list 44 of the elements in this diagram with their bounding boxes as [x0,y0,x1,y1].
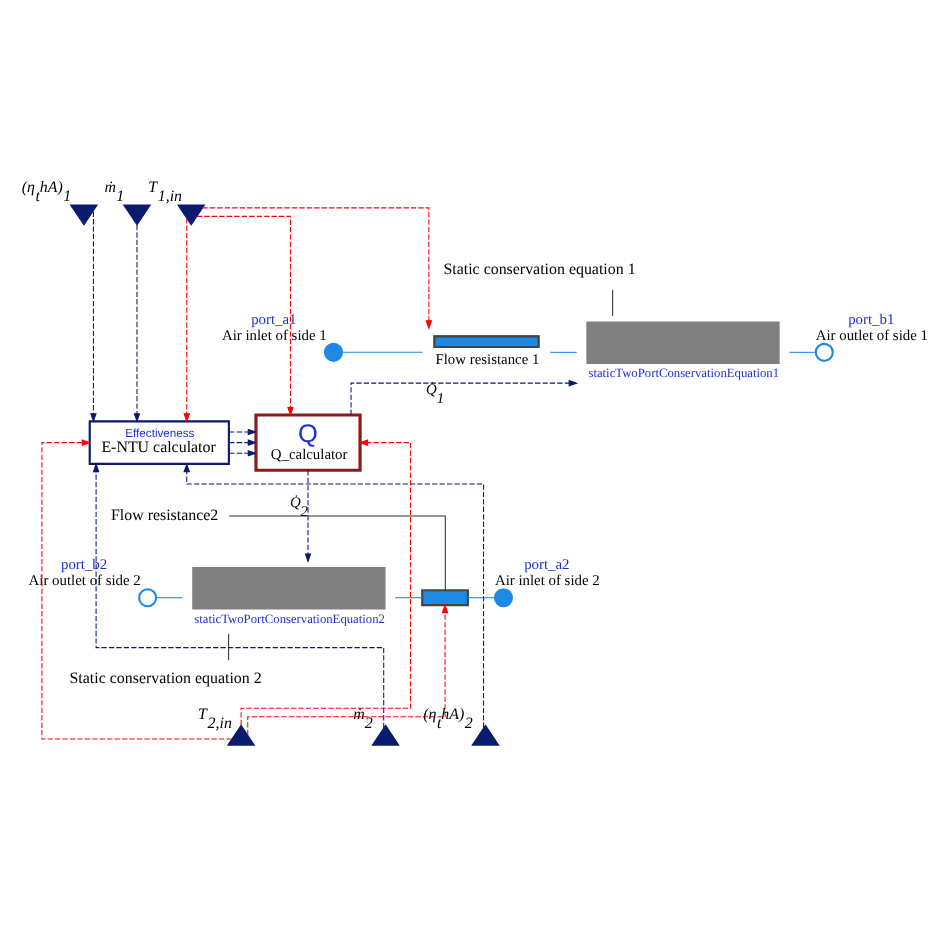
node-box [586,321,780,364]
connector [394,597,423,599]
arrow [92,462,385,729]
connector [788,351,817,353]
arrow [228,449,258,457]
node-label: Air inlet of side 1 [221,325,327,344]
connector [228,633,230,661]
node-box [192,566,386,610]
arrow [41,439,232,740]
arrow [133,224,141,423]
connector [549,351,578,353]
arrow [183,462,485,729]
arrow [90,211,97,423]
arrow [202,207,433,330]
node-circle [138,588,158,608]
arrow [228,439,258,446]
connector [228,515,446,591]
connector [341,351,424,353]
node-circle [814,342,834,362]
node-label: port_b2 [61,555,108,574]
node-label: Air outlet of side 2 [28,571,141,590]
arrow [240,439,412,726]
node-box [421,589,469,607]
connector [612,289,614,317]
node-text: Static conservation equation 1 [443,260,636,279]
arrow [183,217,191,423]
node-text: Static conservation equation 2 [69,669,262,688]
node-circle [323,342,344,362]
node-label: port_b1 [848,309,895,328]
node-label: Air outlet of side 1 [815,325,928,344]
arrow [350,379,579,416]
arrow [304,469,312,564]
arrow [196,215,294,417]
node-label: Air inlet of side 2 [494,571,600,590]
arrow [247,603,449,736]
connector [467,597,496,599]
arrow [228,428,258,436]
node-text: Flow resistance2 [110,505,219,524]
node-circle [493,588,514,608]
node-label: port_a2 [524,555,570,574]
node-label: Flow resistance 1 [435,350,540,369]
node-label: port_a1 [251,309,297,328]
node-box: Q Q_calculator [254,413,362,472]
connector [155,597,184,599]
